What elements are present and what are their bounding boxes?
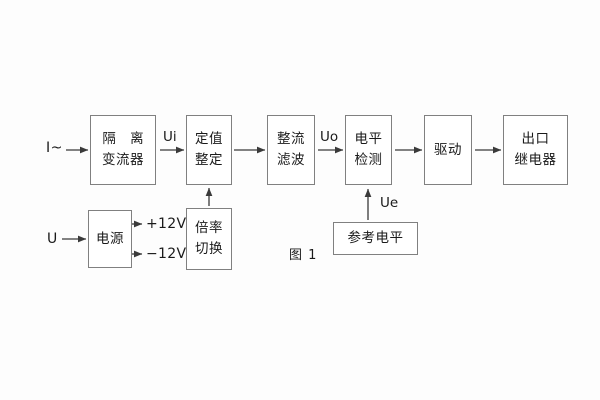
block-level-detect[interactable]: 电平 检测 <box>345 115 392 185</box>
block-line-2: 滤波 <box>277 152 305 168</box>
block-line-1: 出口 <box>521 131 550 148</box>
block-rectify-filter[interactable]: 整流 滤波 <box>267 115 315 185</box>
ui-signal-label: Ui <box>163 129 177 145</box>
block-line-1: 电平 <box>354 131 383 148</box>
block-line-1: 电源 <box>96 230 124 247</box>
block-line-1: 定值 <box>195 131 223 148</box>
block-setting-adjust[interactable]: 定值 整定 <box>186 115 232 185</box>
block-power-supply[interactable]: 电源 <box>88 210 132 268</box>
block-reference-level[interactable]: 参考电平 <box>333 222 418 255</box>
ue-signal-label: Ue <box>380 195 399 211</box>
block-driver[interactable]: 驱动 <box>424 115 472 185</box>
rail-negative-label: −12V <box>146 246 187 262</box>
block-line-1: 参考电平 <box>347 230 404 247</box>
figure-caption: 图 1 <box>289 248 318 263</box>
block-range-switch[interactable]: 倍率 切换 <box>186 208 232 270</box>
rail-positive-label: +12V <box>146 216 187 232</box>
block-output-relay[interactable]: 出口 继电器 <box>503 115 568 185</box>
voltage-input-label: U <box>47 231 58 247</box>
block-line-2: 检测 <box>354 152 383 168</box>
block-line-2: 继电器 <box>514 152 557 168</box>
block-line-1: 倍率 <box>195 220 223 237</box>
block-line-2: 变流器 <box>102 152 144 168</box>
block-line-2: 切换 <box>195 241 223 257</box>
block-line-1: 驱动 <box>434 141 462 158</box>
uo-signal-label: Uo <box>320 129 339 145</box>
block-line-2: 整定 <box>195 152 223 168</box>
block-line-1: 隔 离 <box>102 131 149 148</box>
block-line-1: 整流 <box>277 131 305 148</box>
block-isolation-transformer[interactable]: 隔 离 变流器 <box>90 115 156 185</box>
current-input-label: I~ <box>46 140 63 156</box>
